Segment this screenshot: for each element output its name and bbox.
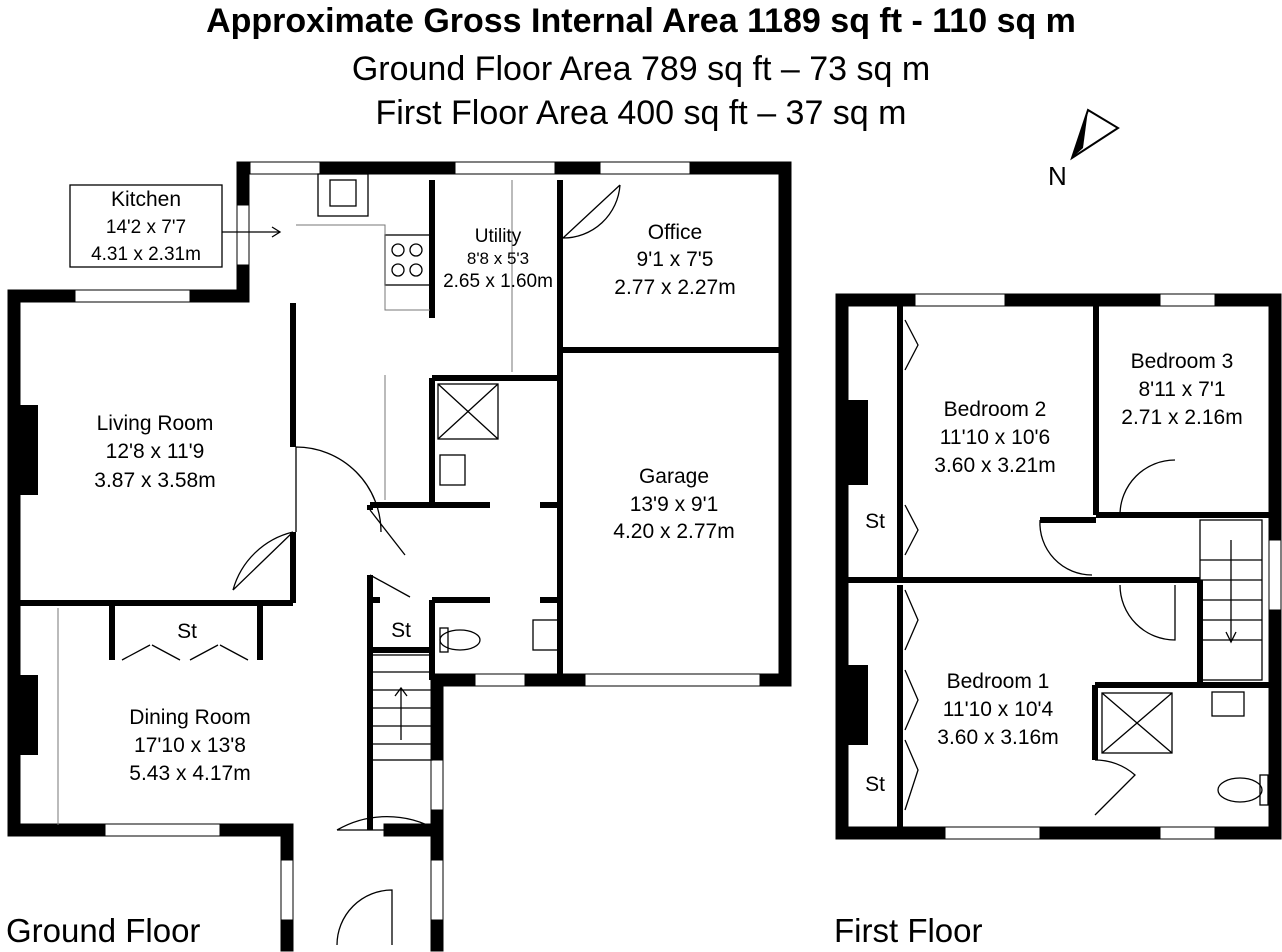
utility-label: Utility 8'8 x 5'3 2.65 x 1.60m (443, 226, 553, 292)
svg-text:2.77 x 2.27m: 2.77 x 2.27m (614, 276, 735, 299)
svg-text:8'8 x 5'3: 8'8 x 5'3 (467, 249, 529, 268)
svg-text:Bedroom 1: Bedroom 1 (947, 670, 1050, 693)
svg-text:3.60 x 3.16m: 3.60 x 3.16m (937, 726, 1058, 749)
living-room-label: Living Room 12'8 x 11'9 3.87 x 3.58m (94, 412, 215, 492)
storage-label: St (391, 619, 411, 642)
kitchen-label-box (69, 184, 223, 268)
svg-text:5.43 x 4.17m: 5.43 x 4.17m (129, 762, 250, 785)
ground-floor-label: Ground Floor (6, 912, 200, 949)
svg-text:Bedroom 3: Bedroom 3 (1131, 350, 1234, 373)
svg-text:4.31 x 2.31m: 4.31 x 2.31m (91, 244, 201, 265)
svg-text:2.71 x 2.16m: 2.71 x 2.16m (1121, 406, 1242, 429)
north-arrow-icon: N (1048, 108, 1120, 191)
svg-text:Dining Room: Dining Room (129, 706, 250, 729)
bedroom-3-label: Bedroom 3 8'11 x 7'1 2.71 x 2.16m (1121, 350, 1242, 429)
svg-text:9'1 x 7'5: 9'1 x 7'5 (637, 248, 714, 271)
dining-room-label: Dining Room 17'10 x 13'8 5.43 x 4.17m (129, 706, 250, 785)
svg-text:Kitchen: Kitchen (111, 188, 181, 211)
garage-label: Garage 13'9 x 9'1 4.20 x 2.77m (613, 465, 734, 543)
ground-floor-plan (7, 161, 792, 952)
bedroom-1-label: Bedroom 1 11'10 x 10'4 3.60 x 3.16m (937, 670, 1058, 749)
svg-text:4.20 x 2.77m: 4.20 x 2.77m (613, 520, 734, 543)
first-floor-plan (835, 293, 1282, 840)
storage-label: St (865, 773, 885, 796)
svg-text:Living Room: Living Room (97, 412, 214, 435)
svg-text:Office: Office (648, 221, 702, 244)
svg-text:11'10 x 10'6: 11'10 x 10'6 (940, 426, 1050, 449)
svg-text:13'9 x 9'1: 13'9 x 9'1 (630, 493, 719, 516)
svg-text:12'8 x 11'9: 12'8 x 11'9 (106, 440, 205, 463)
ground-floor-area: Ground Floor Area 789 sq ft – 73 sq m (351, 50, 931, 88)
kitchen-label: Kitchen 14'2 x 7'7 4.31 x 2.31m (91, 188, 201, 265)
svg-text:Bedroom 2: Bedroom 2 (944, 398, 1047, 421)
storage-label: St (177, 620, 197, 643)
svg-text:11'10 x 10'4: 11'10 x 10'4 (943, 698, 1054, 721)
svg-text:2.65 x 1.60m: 2.65 x 1.60m (443, 271, 553, 292)
storage-label: St (865, 510, 885, 533)
svg-text:3.87 x 3.58m: 3.87 x 3.58m (94, 469, 215, 492)
first-floor-label: First Floor (834, 912, 983, 949)
area-title: Approximate Gross Internal Area 1189 sq … (206, 2, 1076, 40)
bedroom-2-label: Bedroom 2 11'10 x 10'6 3.60 x 3.21m (934, 398, 1055, 477)
office-label: Office 9'1 x 7'5 2.77 x 2.27m (614, 221, 735, 299)
first-floor-area: First Floor Area 400 sq ft – 37 sq m (375, 94, 907, 132)
svg-text:14'2 x 7'7: 14'2 x 7'7 (106, 217, 186, 238)
svg-text:Utility: Utility (475, 226, 522, 247)
svg-text:8'11 x 7'1: 8'11 x 7'1 (1138, 378, 1225, 401)
svg-text:17'10 x 13'8: 17'10 x 13'8 (134, 734, 246, 757)
compass-label: N (1048, 161, 1067, 191)
svg-text:Garage: Garage (639, 465, 709, 488)
svg-text:3.60 x 3.21m: 3.60 x 3.21m (934, 454, 1055, 477)
